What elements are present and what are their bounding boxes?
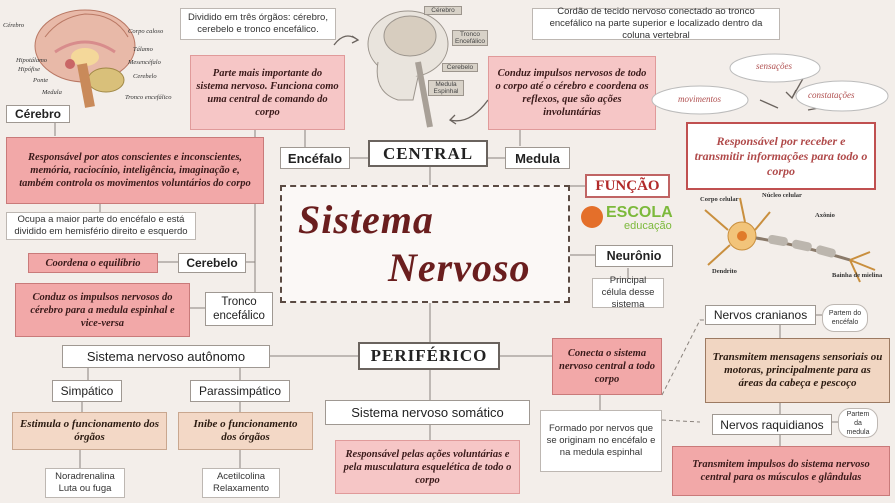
- parassimpatico-note: Acetilcolina Relaxamento: [202, 468, 280, 498]
- parassimpatico-description: Inibe o funcionamento dos órgãos: [178, 412, 313, 450]
- encefalo-description: Parte mais importante do sistema nervoso…: [190, 55, 345, 130]
- clouds: [650, 52, 890, 118]
- tronco-description: Conduz os impulsos nervosos do cérebro p…: [15, 283, 190, 337]
- skull-illustration: [358, 2, 488, 130]
- simpatico-label: Simpático: [52, 380, 122, 402]
- escola-logo-icon: [581, 206, 603, 228]
- raquidianos-description: Transmitem impulsos do sistema nervoso c…: [672, 446, 890, 496]
- funcao-label: FUNÇÃO: [585, 174, 670, 198]
- funcao-description: Responsável por receber e transmitir inf…: [686, 122, 876, 190]
- brain-label-3: Tálamo: [133, 46, 153, 53]
- brain-label-7: Cerebelo: [133, 73, 157, 80]
- cloud-movimentos: movimentos: [678, 94, 721, 104]
- escola-logo-text: ESCOLA: [606, 204, 673, 221]
- cranianos-side-note: Partem do encéfalo: [822, 304, 868, 332]
- brain-label-5: Hipófise: [18, 66, 41, 73]
- cloud-sensacoes: sensações: [756, 61, 792, 71]
- cranianos-label: Nervos cranianos: [705, 305, 816, 325]
- cranianos-description: Transmitem mensagens sensoriais ou motor…: [705, 338, 890, 403]
- simpatico-note: Noradrenalina Luta ou fuga: [45, 468, 125, 498]
- skull-label-2: Tronco Encefálico: [452, 30, 488, 46]
- medula-description: Conduz impulsos nervosos de todo o corpo…: [488, 56, 656, 130]
- medula-label: Medula: [505, 147, 570, 169]
- cerebelo-label: Cerebelo: [178, 253, 246, 273]
- brain-label-2: Corpo caloso: [128, 28, 164, 35]
- skull-label-4: Medula Espinhal: [428, 80, 464, 96]
- cloud-constatacoes: constatações: [808, 90, 855, 100]
- neuronio-label: Neurônio: [595, 245, 673, 267]
- central-label: CENTRAL: [368, 140, 488, 167]
- neuron-label-3: Axônio: [815, 212, 835, 219]
- cerebro-description: Responsável por atos conscientes e incon…: [6, 137, 264, 204]
- encefalo-label: Encéfalo: [280, 147, 350, 169]
- neuronio-note: Principal célula desse sistema: [592, 275, 664, 310]
- title-line-1: Sistema: [298, 197, 434, 242]
- periferico-label: PERIFÉRICO: [358, 342, 500, 370]
- title-line-2: Nervoso: [388, 245, 531, 290]
- autonomo-label: Sistema nervoso autônomo: [62, 345, 270, 368]
- parassimpatico-note-line-1: Acetilcolina: [216, 471, 266, 482]
- brain-label-4: Hipotálamo: [16, 57, 48, 64]
- brain-label-8: Ponte: [33, 77, 49, 84]
- skull-label-3: Cerebelo: [442, 63, 478, 72]
- somatico-description: Responsável pelas ações voluntárias e pe…: [335, 440, 520, 494]
- raquidianos-label: Nervos raquidianos: [712, 414, 832, 435]
- brain-label-6: Mesencéfalo: [128, 59, 161, 66]
- escola-logo-sub: educação: [624, 220, 672, 232]
- simpatico-note-line-2: Luta ou fuga: [58, 483, 112, 494]
- brain-label-1: Cérebro: [3, 22, 25, 29]
- neuron-label-1: Núcleo celular: [762, 192, 802, 199]
- brain-label-9: Medula: [42, 89, 62, 96]
- medula-note: Cordão de tecido nervoso conectado ao tr…: [532, 6, 780, 41]
- parassimpatico-label: Parassimpático: [190, 380, 290, 402]
- cerebro-note: Ocupa a maior parte do encéfalo e está d…: [6, 212, 196, 240]
- skull-label-1: Cérebro: [424, 6, 462, 15]
- periferico-note: Formado por nervos que se originam no en…: [540, 410, 662, 472]
- divided-note: Dividido em três órgãos: cérebro, cerebe…: [180, 8, 336, 40]
- raquidianos-side-note: Partem da medula: [838, 408, 878, 438]
- periferico-description: Conecta o sistema nervoso central a todo…: [552, 338, 662, 395]
- neuron-label-4: Dendrito: [712, 268, 737, 275]
- neuron-label-2: Corpo celular: [700, 196, 739, 203]
- parassimpatico-note-line-2: Relaxamento: [213, 483, 269, 494]
- brain-illustration: [0, 2, 175, 110]
- simpatico-note-line-1: Noradrenalina: [55, 471, 115, 482]
- somatico-label: Sistema nervoso somático: [325, 400, 530, 425]
- neuron-label-5: Bainha de mielina: [832, 272, 883, 279]
- cerebro-label: Cérebro: [6, 105, 70, 123]
- neuron-illustration: [700, 190, 890, 288]
- cerebelo-description: Coordena o equilíbrio: [28, 253, 158, 273]
- sistema-nervoso-title-box: [280, 185, 570, 303]
- tronco-label: Tronco encefálico: [205, 292, 273, 326]
- brain-label-10: Tronco encefálico: [125, 94, 172, 101]
- simpatico-description: Estimula o funcionamento dos órgãos: [12, 412, 167, 450]
